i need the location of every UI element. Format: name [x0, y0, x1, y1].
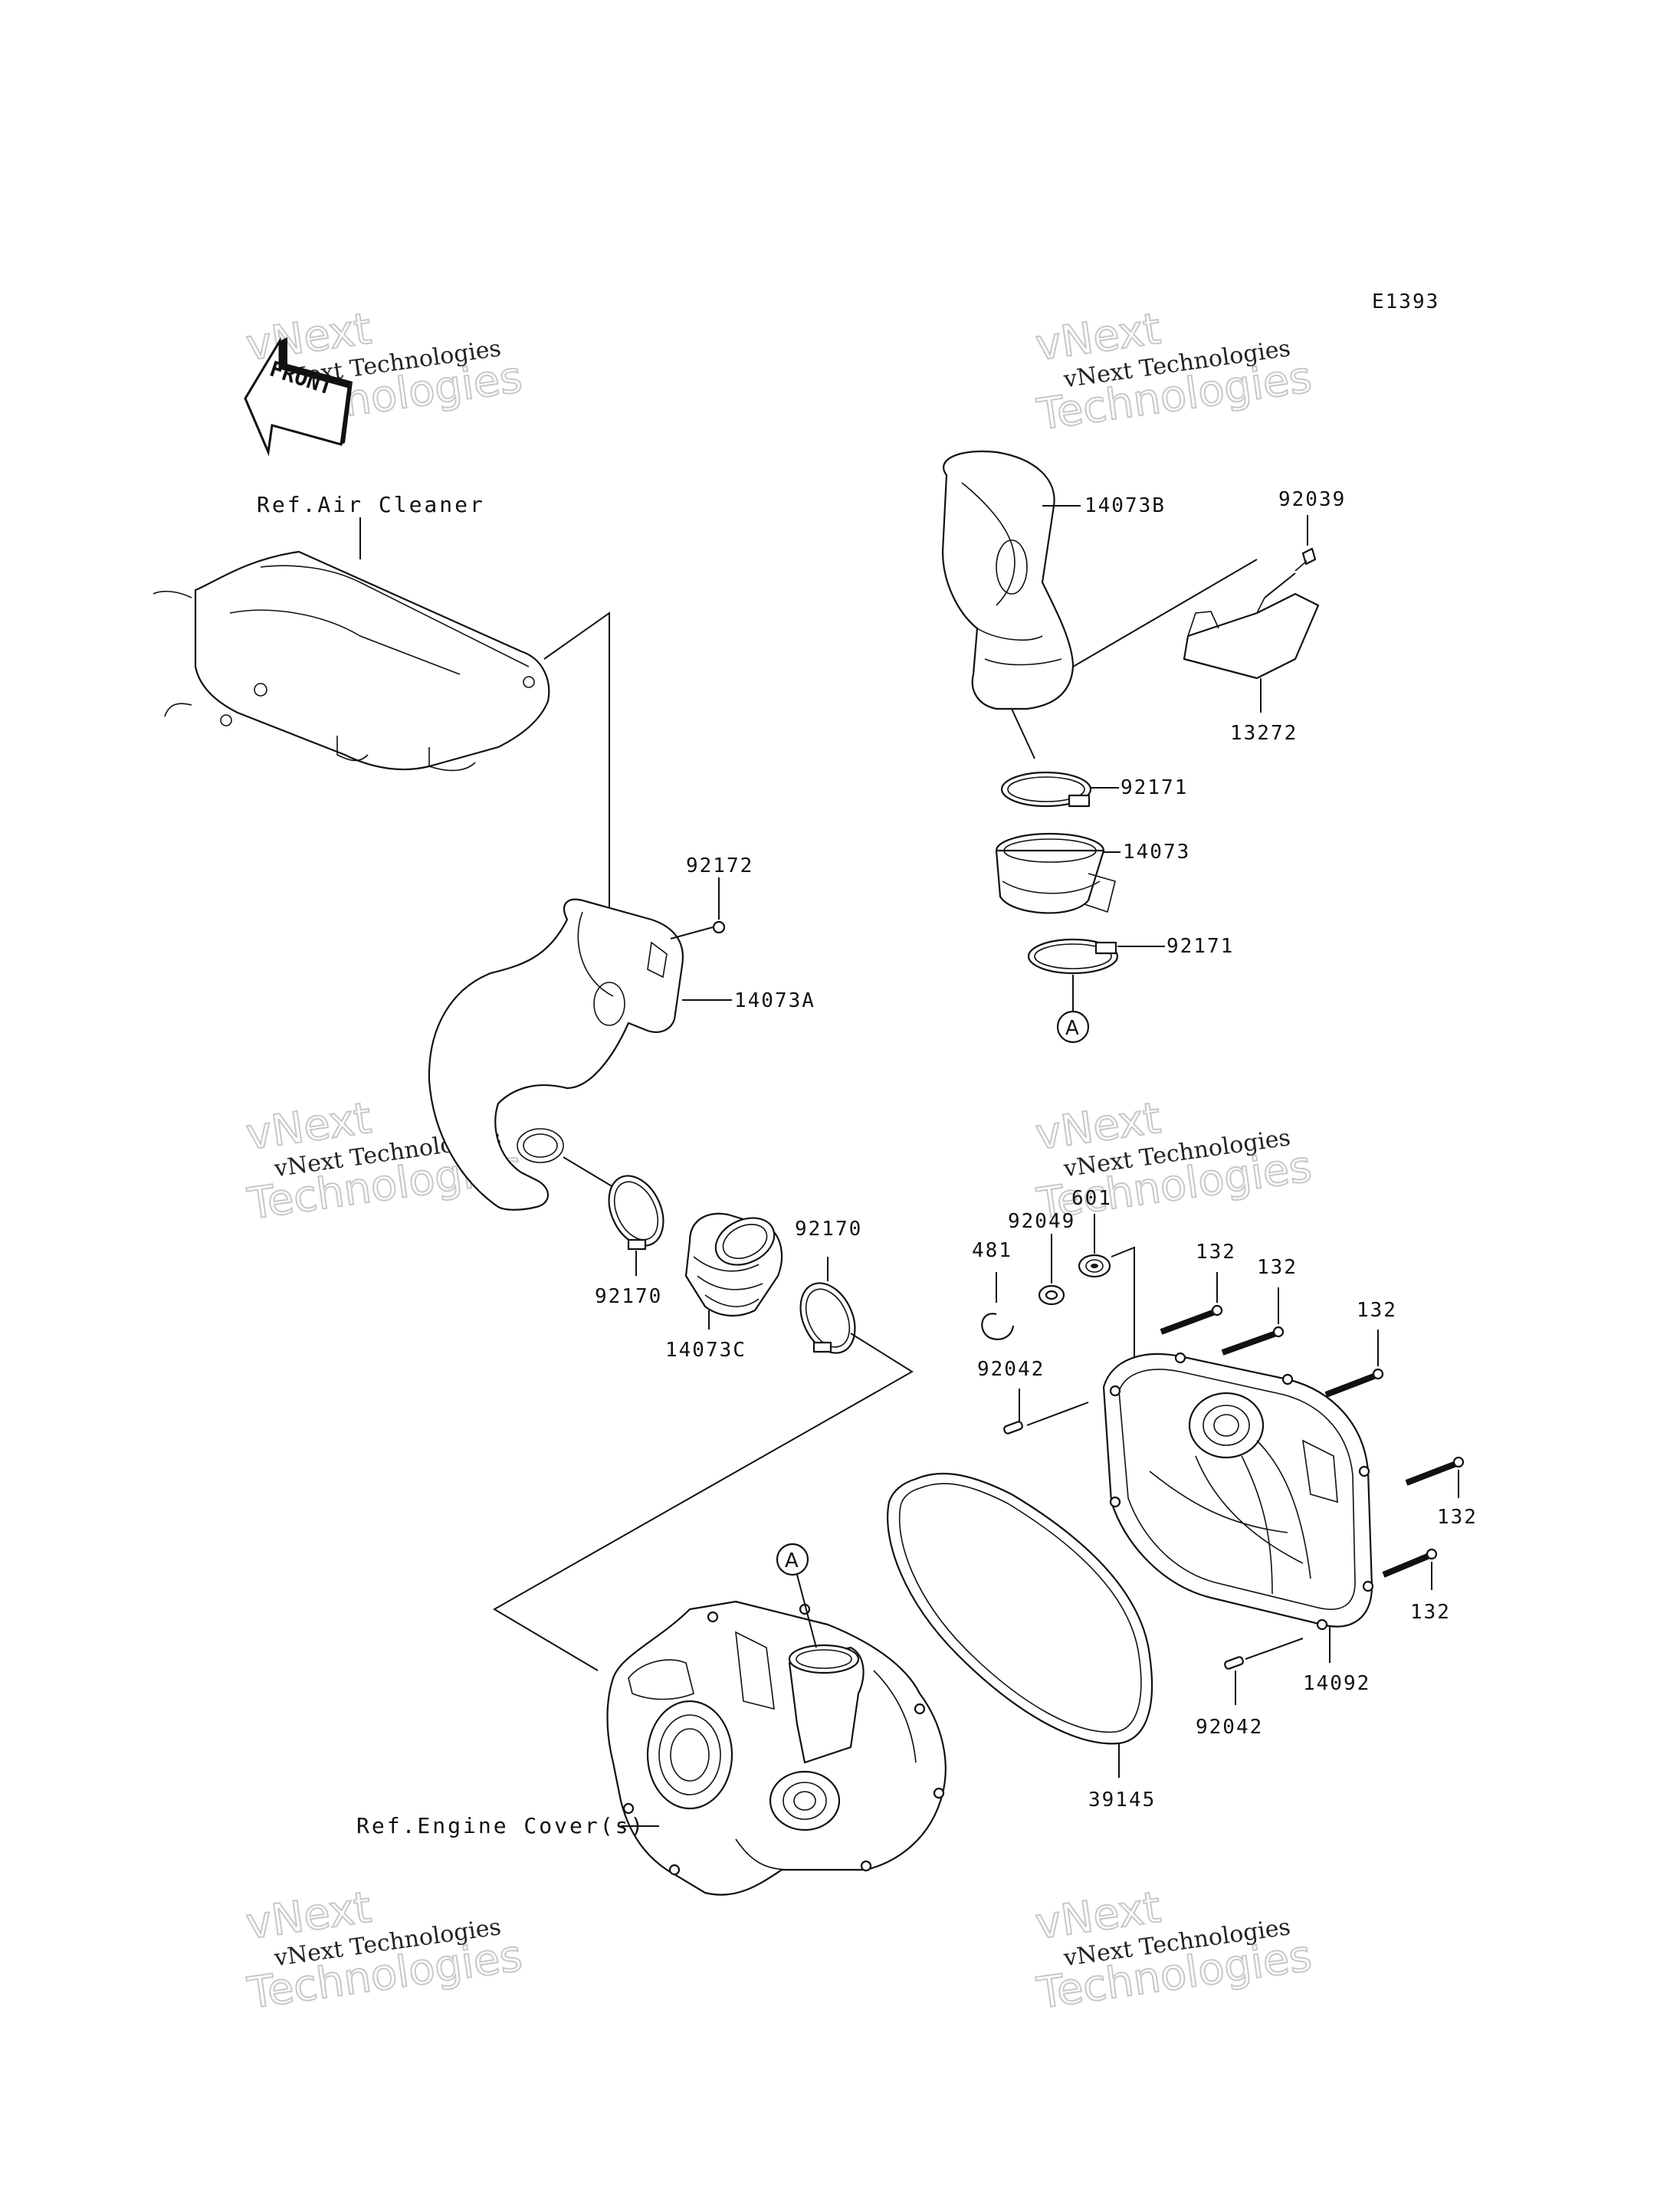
clamp-92170-right	[799, 1282, 856, 1354]
clutch-cover-14092	[1102, 1352, 1374, 1631]
boot-14073	[995, 832, 1116, 914]
air-cleaner-housing	[153, 550, 550, 772]
callout-132-5: 132	[1410, 1601, 1451, 1624]
callout-14092: 14092	[1303, 1672, 1370, 1695]
callout-132-2: 132	[1257, 1256, 1298, 1279]
callout-92042-bottom: 92042	[1196, 1716, 1263, 1739]
callout-14073: 14073	[1123, 841, 1190, 864]
watermark-bottom-right: vNext Technologies vNext Technologies	[1032, 1882, 1315, 2020]
drive-belt-39145	[887, 1472, 1153, 1745]
bracket-13272	[1183, 592, 1320, 680]
callout-481: 481	[972, 1239, 1012, 1262]
svg-text:A: A	[785, 1549, 799, 1572]
bolt-132-5	[1382, 1548, 1438, 1578]
watermark-bottom-left: vNext Technologies vNext Technologies	[242, 1882, 526, 2020]
boot-14073C	[684, 1212, 783, 1317]
svg-text:A: A	[1065, 1017, 1079, 1040]
callout-92171-bottom: 92171	[1166, 935, 1234, 958]
callout-92049: 92049	[1008, 1210, 1075, 1233]
clamp-92170-left	[608, 1175, 664, 1251]
duct-14073B	[941, 451, 1075, 710]
callout-92042-top: 92042	[977, 1358, 1045, 1381]
duct-14073A	[428, 898, 684, 1211]
clamp-92171-top	[1000, 771, 1092, 808]
circle-a-bottom: A	[776, 1543, 809, 1576]
callout-132-3: 132	[1357, 1299, 1397, 1322]
callout-92172: 92172	[686, 854, 753, 877]
watermark-mid-right: vNext Technologies vNext Technologies	[1032, 1093, 1315, 1231]
callout-14073B: 14073B	[1084, 494, 1166, 517]
callout-92170-left: 92170	[595, 1285, 662, 1308]
circlip-481	[981, 1313, 1015, 1340]
bolt-132-4	[1405, 1456, 1465, 1486]
callout-39145: 39145	[1088, 1789, 1156, 1812]
callout-132-1: 132	[1196, 1241, 1236, 1264]
callout-92171-top: 92171	[1121, 776, 1188, 799]
diagram-code: E1393	[1372, 290, 1439, 313]
circle-a-top: A	[1056, 1010, 1090, 1044]
engine-cover	[606, 1600, 947, 1896]
callout-13272: 13272	[1230, 722, 1298, 745]
bolt-132-2	[1221, 1326, 1285, 1356]
callout-132-4: 132	[1437, 1506, 1478, 1529]
watermark-top-right: vNext Technologies vNext Technologies	[1032, 303, 1315, 441]
bolt-132-1	[1160, 1304, 1223, 1335]
bearing-601	[1078, 1254, 1111, 1278]
screw-92172	[712, 920, 726, 934]
dowel-92042-bottom	[1224, 1656, 1244, 1670]
callout-14073C: 14073C	[665, 1339, 746, 1362]
washer-92049	[1038, 1284, 1065, 1306]
ref-engine-cover-label: Ref.Engine Cover(s)	[356, 1813, 645, 1838]
callout-601: 601	[1071, 1187, 1112, 1210]
bolt-92039	[1294, 547, 1317, 572]
ref-air-cleaner-label: Ref.Air Cleaner	[257, 492, 485, 517]
bolt-132-3	[1324, 1368, 1384, 1398]
callout-92039: 92039	[1278, 488, 1346, 511]
callout-14073A: 14073A	[734, 989, 815, 1012]
dowel-92042-top	[1003, 1421, 1023, 1435]
callout-92170-right: 92170	[795, 1218, 862, 1241]
clamp-92171-bottom	[1027, 938, 1119, 975]
